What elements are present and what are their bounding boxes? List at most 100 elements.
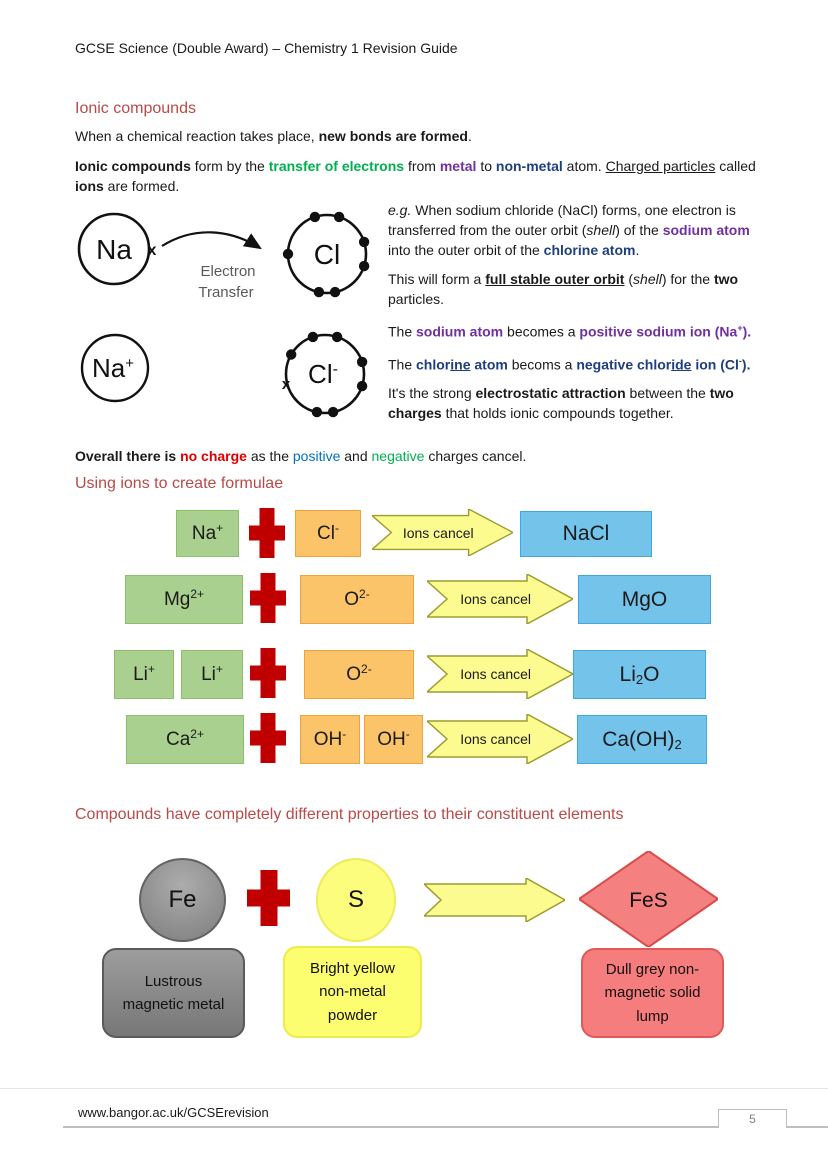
chloride-ion-circle: [284, 333, 366, 415]
electron-transfer-diagram: Na x Electron Transfer Cl Na+ Cl- x: [77, 211, 370, 418]
text-segment: form by the: [190, 158, 269, 174]
text-segment: It's the strong: [388, 385, 476, 402]
formula-subscript: 2: [674, 737, 682, 752]
intro-paragraph-2: Ionic compounds form by the transfer of …: [75, 156, 759, 196]
fes-description-box: Dull grey non-magnetic solid lump: [581, 948, 724, 1038]
text-segment: and: [340, 448, 372, 464]
arrow-shape: [424, 878, 565, 922]
ion-box-na: Na+: [176, 510, 239, 557]
result-box-nacl: NaCl: [520, 511, 652, 557]
text-segment-blue: positive: [292, 448, 341, 464]
text-segment-bold-underline: full stable outer orbit: [485, 271, 625, 287]
text-segment-purple: metal: [439, 158, 477, 174]
result-box-mgo: MgO: [578, 575, 711, 624]
ions-cancel-arrow: Ions cancel: [427, 574, 573, 624]
plus-icon: [249, 508, 285, 558]
explain-paragraph-1: e.g. When sodium chloride (NaCl) forms, …: [388, 200, 772, 260]
ion-symbol: O: [346, 663, 362, 685]
explanation-column: e.g. When sodium chloride (NaCl) forms, …: [388, 200, 772, 423]
formula-subscript: 2: [635, 672, 644, 687]
ion-charge: -: [334, 520, 339, 535]
explain-paragraph-2: This will form a full stable outer orbit…: [388, 269, 772, 309]
text-segment-purple: sodium atom: [662, 222, 750, 238]
plus-icon: [250, 573, 286, 623]
ions-cancel-arrow: Ions cancel: [427, 649, 573, 699]
text-segment-navy: chlorine atom: [543, 242, 636, 258]
text-segment-bold: Overall there is: [75, 448, 181, 464]
text-segment: from: [404, 158, 440, 174]
text-segment-green: negative: [371, 448, 425, 464]
text-segment-underline: Charged particles: [605, 158, 716, 174]
section-heading-properties: Compounds have completely different prop…: [75, 806, 624, 823]
text-segment: between the: [625, 385, 710, 402]
transfer-label-line2: Transfer: [198, 284, 253, 301]
ion-box-li-1: Li+: [114, 650, 174, 699]
ion-box-oh-2: OH-: [364, 715, 423, 764]
fes-label: FeS: [629, 889, 668, 912]
arrow-label: Ions cancel: [460, 666, 532, 682]
transfer-arrow: [161, 231, 262, 250]
formula-text: O: [643, 662, 660, 686]
text-segment-purple: ).: [742, 323, 752, 340]
formula-text: Ca(OH): [602, 727, 675, 751]
page-number-tab: 5: [718, 1109, 787, 1128]
sodium-ion-circle: [80, 333, 150, 403]
plus-icon: [250, 648, 286, 698]
text-segment: When a chemical reaction takes place,: [75, 128, 319, 144]
section-heading-formulae: Using ions to create formulae: [75, 475, 284, 492]
footer-rule-right: [785, 1126, 828, 1128]
ion-box-li-2: Li+: [181, 650, 243, 699]
text-segment: The: [388, 356, 417, 373]
ions-cancel-arrow: Ions cancel: [372, 509, 513, 556]
intro-paragraph-1: When a chemical reaction takes place, ne…: [75, 126, 765, 146]
text-segment-navy: atom: [470, 356, 508, 373]
ion-symbol: Li: [201, 663, 216, 685]
ion-charge: 2-: [361, 661, 372, 676]
text-segment: that holds ionic compounds together.: [441, 405, 674, 422]
fe-element-circle: Fe: [139, 858, 226, 942]
text-segment: When sodium chloride (NaCl) forms, one e…: [388, 202, 736, 238]
ion-symbol: OH: [377, 728, 406, 750]
ion-symbol: OH: [313, 728, 343, 750]
explain-paragraph-4: The chlorine atom becoms a negative chlo…: [388, 351, 772, 375]
fe-description-box: Lustrous magnetic metal: [102, 948, 245, 1038]
text-segment-italic: e.g.: [388, 202, 412, 218]
chloride-electron-dots: [286, 331, 368, 418]
chlorine-electron-dots: [282, 211, 370, 298]
text-segment: ) of the: [615, 222, 663, 238]
s-label: S: [347, 886, 364, 913]
text-segment-navy: chlor: [416, 356, 451, 373]
text-segment-navy: ).: [741, 356, 751, 373]
ion-charge: -: [405, 726, 410, 741]
sodium-atom-label: Na: [96, 234, 132, 265]
ion-symbol: O: [344, 588, 360, 610]
arrow-shape: [372, 509, 513, 556]
ion-symbol: Ca: [166, 728, 191, 750]
text-segment: atom.: [562, 158, 606, 174]
section-heading-ionic-compounds: Ionic compounds: [75, 100, 196, 117]
explain-paragraph-5: It's the strong electrostatic attraction…: [388, 383, 772, 423]
text-segment-bold: two: [713, 271, 739, 287]
arrow-shape: [427, 714, 573, 764]
transferred-electron-x-mark: x: [282, 376, 291, 393]
fes-description: Dull grey non-magnetic solid lump: [604, 961, 701, 1025]
ion-charge: 2+: [190, 726, 204, 741]
ions-cancel-arrow: Ions cancel: [427, 714, 573, 764]
text-segment-bold: Ionic compounds: [75, 158, 191, 174]
s-element-circle: S: [316, 858, 396, 942]
arrow-shape: [427, 574, 573, 624]
text-segment-italic: shell: [633, 271, 662, 287]
text-segment: .: [467, 128, 472, 144]
text-segment: .: [635, 242, 640, 258]
text-segment: ) for the: [661, 271, 714, 287]
footer-rule-left: [63, 1126, 718, 1128]
ion-symbol: Mg: [163, 588, 191, 610]
text-segment-bold: two charges: [388, 385, 734, 422]
sodium-ion-label: Na+: [92, 353, 134, 383]
text-segment: (: [624, 271, 634, 287]
